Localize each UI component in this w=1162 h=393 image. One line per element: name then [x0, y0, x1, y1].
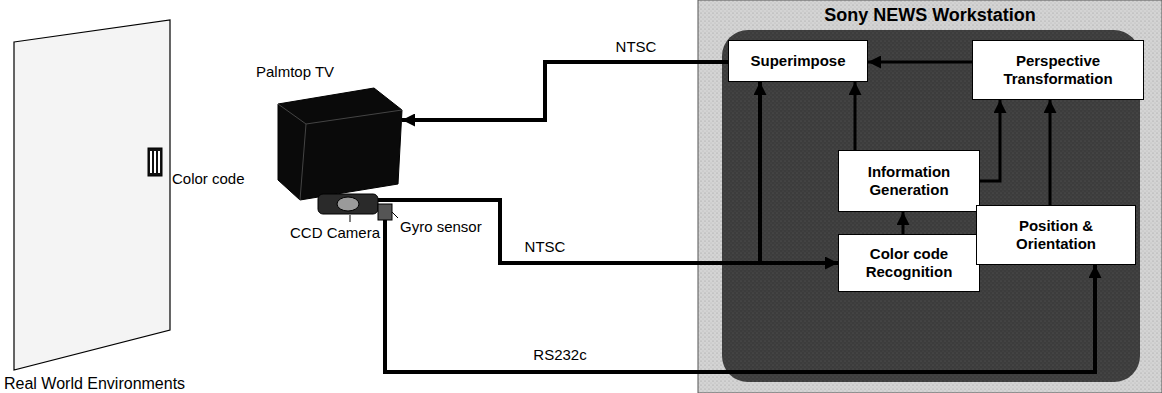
- part-label: Palmtop TV: [256, 63, 334, 81]
- camera-body: [318, 194, 378, 214]
- box-label: Position & Orientation: [977, 217, 1135, 253]
- ccd-camera-outline: [318, 194, 378, 214]
- data-flow-arrow: [902, 212, 905, 234]
- box-label: Information Generation: [839, 163, 979, 199]
- process-box: Color code Recognition: [838, 234, 980, 292]
- process-box: Information Generation: [838, 150, 980, 212]
- ccd-camera: CCD Camera: [318, 194, 378, 214]
- workstation-panel: [698, 0, 1162, 393]
- signal-cable: [378, 82, 760, 263]
- box-label: Color code Recognition: [839, 245, 979, 281]
- part-label: Gyro sensor: [400, 218, 482, 236]
- color-code-tag: Color code: [148, 148, 162, 176]
- panel-heading: Sony NEWS Workstation: [698, 5, 1162, 26]
- tv-edge: [278, 104, 402, 124]
- wall-outline: [14, 20, 170, 370]
- signal-cable: [378, 200, 838, 263]
- box-label: Superimpose: [744, 52, 851, 70]
- code-stripe: [158, 151, 160, 173]
- process-box: Superimpose: [728, 40, 868, 82]
- leader-line: [350, 215, 351, 222]
- code-stripe: [154, 151, 156, 173]
- tv-body: [278, 88, 402, 200]
- gyro-sensor-outline: [378, 204, 392, 220]
- leader-line: [392, 212, 398, 218]
- signal-cable: [402, 62, 728, 120]
- wall-panel-outline: [14, 20, 170, 370]
- data-flow-arrow: [868, 61, 972, 64]
- box-label: Perspective Transformation: [973, 52, 1143, 88]
- signal-label: NTSC: [522, 238, 569, 255]
- code-block: [148, 148, 162, 176]
- wall-panel: Real World EnvironmentsColor code: [14, 20, 170, 370]
- part-label: CCD Camera: [290, 224, 380, 242]
- palmtop-tv-outline: [278, 88, 402, 200]
- workstation-panel: Sony NEWS WorkstationSuperimpose Perspect…: [698, 0, 1162, 393]
- data-flow-arrow: [1049, 100, 1052, 205]
- data-flow-arrow: [854, 82, 857, 150]
- data-flow-arrow: [980, 100, 1000, 181]
- part-label: Color code: [172, 170, 245, 188]
- process-box: Position & Orientation: [976, 205, 1136, 265]
- camera-lens: [337, 197, 359, 211]
- signal-label: NTSC: [613, 38, 660, 55]
- color-code-tag-outline: [148, 148, 162, 176]
- part-label: Real World Environments: [4, 374, 185, 393]
- process-box: Perspective Transformation: [972, 40, 1144, 100]
- code-stripe: [150, 151, 152, 173]
- palmtop-tv: Palmtop TV: [278, 88, 402, 200]
- gyro-body: [378, 204, 392, 220]
- signal-label: RS232c: [530, 346, 589, 363]
- gyro-sensor: Gyro sensor: [378, 204, 392, 220]
- tv-edge: [300, 124, 306, 200]
